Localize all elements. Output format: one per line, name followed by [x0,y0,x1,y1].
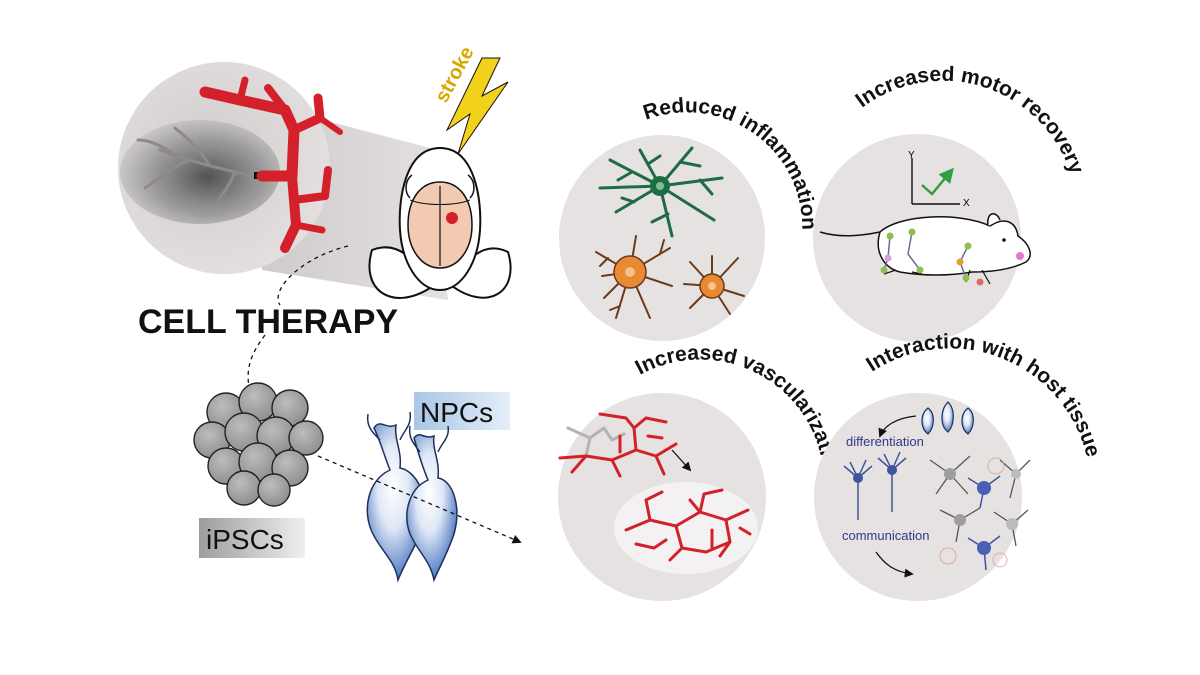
lightning-bolt-icon [445,57,509,155]
stroke-lesion-dot [446,212,458,224]
ipscs-badge: iPSCs [199,518,305,558]
communication-arrow [875,551,914,578]
vascular-arrow [671,449,692,472]
ipsc-cluster [193,382,324,507]
axis-x-label: X [963,198,970,209]
recovery-graph: Y X [908,150,970,209]
panel-reduced-inflammation: Reduced inflammation [559,94,820,341]
panel-increased-motor-recovery: Y X [813,63,1088,342]
differentiation-arrow [878,415,917,438]
axis-y-label: Y [908,150,915,161]
differentiation-label: differentiation [846,434,924,449]
panel-interaction-host-tissue: differentiation communication [814,330,1105,601]
mouse-side-icon [819,213,1031,286]
ipscs-label: iPSCs [206,524,284,555]
mouse-head-icon [368,146,512,299]
magnified-vessel-view [118,62,343,274]
npcs-badge: NPCs [414,392,510,430]
npcs-label: NPCs [420,397,493,428]
communication-label: communication [842,528,929,543]
npc-cells [366,411,458,583]
panel-increased-vascularization: Increased vascularization [558,341,842,601]
cell-therapy-title: CELL THERAPY [138,303,398,341]
